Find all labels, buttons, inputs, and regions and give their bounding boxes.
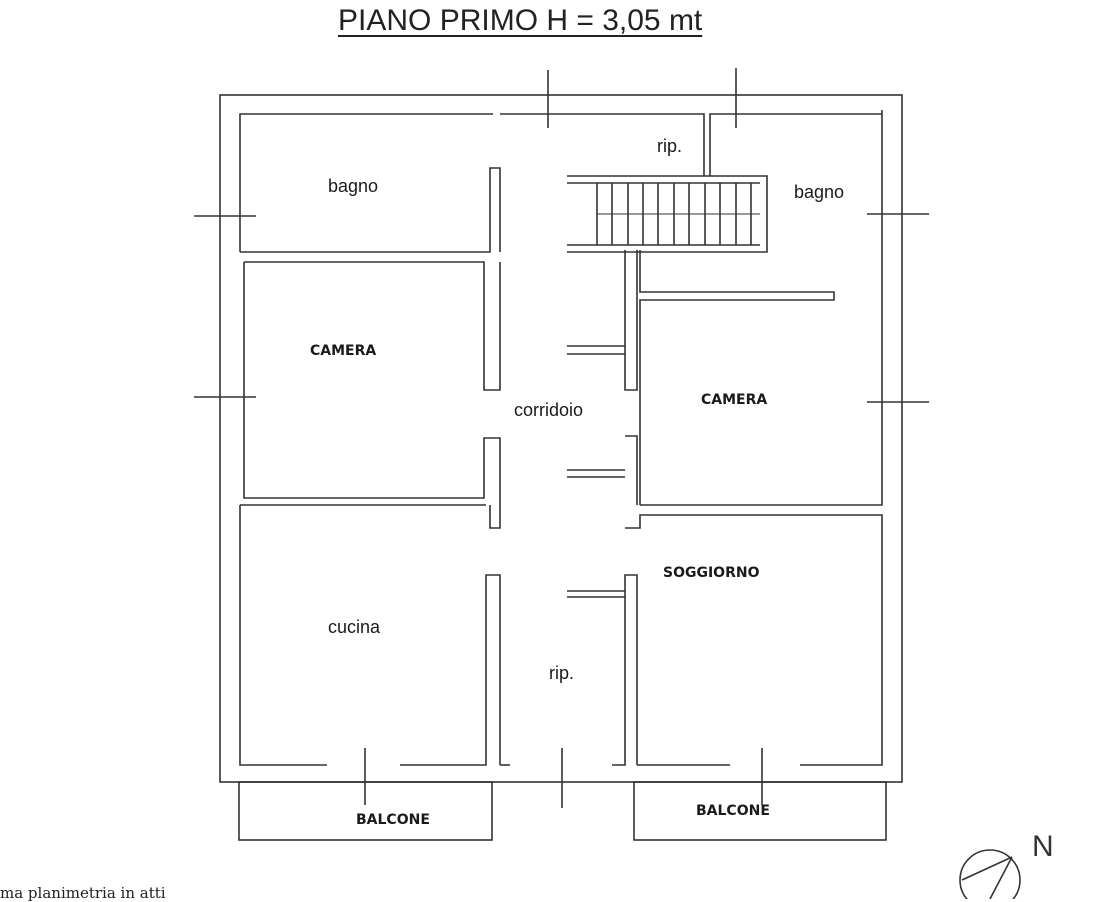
plan-title: PIANO PRIMO H = 3,05 mt: [338, 4, 703, 37]
room-label-corridoio: corridoio: [514, 400, 584, 420]
room-label-soggiorno: SOGGIORNO: [663, 565, 760, 581]
room-label-bagno-est: bagno: [794, 182, 845, 202]
balcone-est-outline: [633, 781, 887, 841]
room-label-camera-est: CAMERA: [701, 392, 768, 408]
room-label-rip-nord: rip.: [657, 136, 683, 156]
room-label-balcone-ovest: BALCONE: [356, 812, 430, 828]
room-label-cucina: cucina: [328, 617, 381, 637]
compass-icon: [959, 849, 1021, 899]
room-label-bagno-ovest: bagno: [328, 176, 379, 196]
footer-note: ma planimetria in atti: [0, 884, 166, 902]
room-label-balcone-est: BALCONE: [696, 803, 770, 819]
room-label-camera-ovest: CAMERA: [310, 343, 377, 359]
north-label: N: [1032, 830, 1054, 863]
room-label-rip-sud: rip.: [549, 663, 575, 683]
outer-wall: [219, 94, 903, 783]
